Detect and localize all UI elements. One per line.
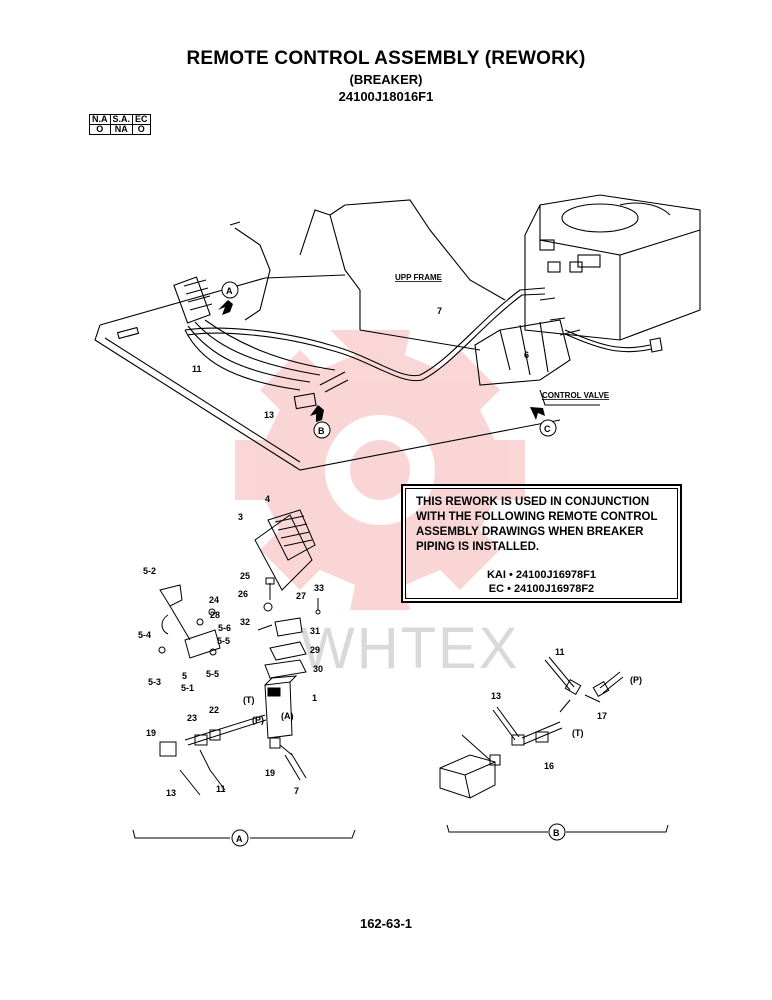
- part-label: 13: [264, 410, 274, 420]
- part-label: 19: [265, 768, 275, 778]
- detail-b-drawing: [439, 656, 624, 799]
- part-label: 30: [313, 664, 323, 674]
- part-label: 13: [491, 691, 501, 701]
- detail-a-labels: 4 3 5-2 25 24 28 5-6 26 33 27 5-4 5-5 32…: [138, 494, 324, 798]
- note-line: THIS REWORK IS USED IN CONJUNCTION: [416, 496, 650, 508]
- svg-text:A: A: [236, 834, 243, 844]
- detail-b-labels: 11 17 13 16 (P) (T): [491, 647, 642, 771]
- part-label: 5-1: [181, 683, 194, 693]
- part-label: 25: [240, 571, 250, 581]
- upp-frame-label: UPP FRAME: [395, 273, 443, 282]
- availability-header: S.A.: [109, 114, 134, 125]
- part-label: 19: [146, 728, 156, 738]
- part-label: 23: [187, 713, 197, 723]
- machine-overview: [94, 194, 701, 471]
- detail-a-drawing: [158, 509, 321, 796]
- part-label: 24: [209, 595, 219, 605]
- callout-a-overview: A: [221, 281, 239, 299]
- part-label: 28: [210, 610, 220, 620]
- part-label: 27: [296, 591, 306, 601]
- note-line: ASSEMBLY DRAWINGS WHEN BREAKER: [416, 526, 644, 538]
- part-label: 3: [238, 512, 243, 522]
- control-valve-label: CONTROL VALVE: [542, 391, 610, 400]
- part-label: 6: [524, 350, 529, 360]
- part-label: 5-3: [148, 677, 161, 687]
- part-label: 33: [314, 583, 324, 593]
- part-label: 7: [437, 306, 442, 316]
- page-title: REMOTE CONTROL ASSEMBLY (REWORK): [186, 48, 586, 69]
- part-label: 11: [192, 364, 202, 374]
- part-label: 11: [216, 784, 226, 794]
- port-label: (P): [252, 715, 264, 725]
- availability-table: N.A S.A. EC O NA O: [89, 114, 151, 135]
- detail-b-bracket: B: [446, 823, 669, 841]
- note-reference: KAI • 24100J16978F1: [486, 569, 597, 581]
- availability-header: N.A: [89, 114, 111, 125]
- part-label: 5-5: [217, 636, 230, 646]
- part-label: 11: [555, 647, 565, 657]
- detail-a-bracket: A: [132, 829, 356, 847]
- svg-text:B: B: [553, 828, 560, 838]
- availability-header: EC: [132, 114, 151, 125]
- port-label: (T): [243, 695, 255, 705]
- port-label: (A): [281, 711, 294, 721]
- part-label: 1: [312, 693, 317, 703]
- part-label: 7: [294, 786, 299, 796]
- svg-text:B: B: [318, 426, 325, 436]
- svg-text:C: C: [544, 424, 551, 434]
- watermark-text: WHTEX: [300, 616, 519, 681]
- note-line: PIPING IS INSTALLED.: [416, 541, 540, 553]
- part-label: 5-5: [206, 669, 219, 679]
- part-label: 17: [597, 711, 607, 721]
- availability-value: NA: [109, 124, 134, 135]
- part-label: 16: [544, 761, 554, 771]
- callout-b-overview: B: [313, 421, 331, 439]
- note-line: WITH THE FOLLOWING REMOTE CONTROL: [416, 511, 658, 523]
- availability-value: O: [132, 124, 151, 135]
- part-label: 13: [166, 788, 176, 798]
- part-label: 22: [209, 705, 219, 715]
- part-label: 5-4: [138, 630, 151, 640]
- part-label: 31: [310, 626, 320, 636]
- part-label: 4: [265, 494, 270, 504]
- part-label: 32: [240, 617, 250, 627]
- port-label: (P): [630, 675, 642, 685]
- watermark-logo: [235, 330, 525, 610]
- svg-text:A: A: [226, 286, 233, 296]
- rework-note-box: THIS REWORK IS USED IN CONJUNCTION WITH …: [401, 484, 682, 603]
- overview-arrows: [218, 300, 545, 422]
- part-label: 29: [310, 645, 320, 655]
- port-label: (T): [572, 728, 584, 738]
- part-label: 5: [182, 671, 187, 681]
- part-label: 5-6: [218, 623, 231, 633]
- note-reference: EC • 24100J16978F2: [488, 583, 595, 595]
- drawing-number: 24100J18016F1: [338, 89, 434, 104]
- part-label: 26: [238, 589, 248, 599]
- callout-c-overview: C: [539, 419, 557, 437]
- page-number: 162-63-1: [359, 916, 413, 931]
- page-subtitle: (BREAKER): [349, 72, 423, 87]
- availability-value: O: [89, 124, 111, 135]
- part-label: 5-2: [143, 566, 156, 576]
